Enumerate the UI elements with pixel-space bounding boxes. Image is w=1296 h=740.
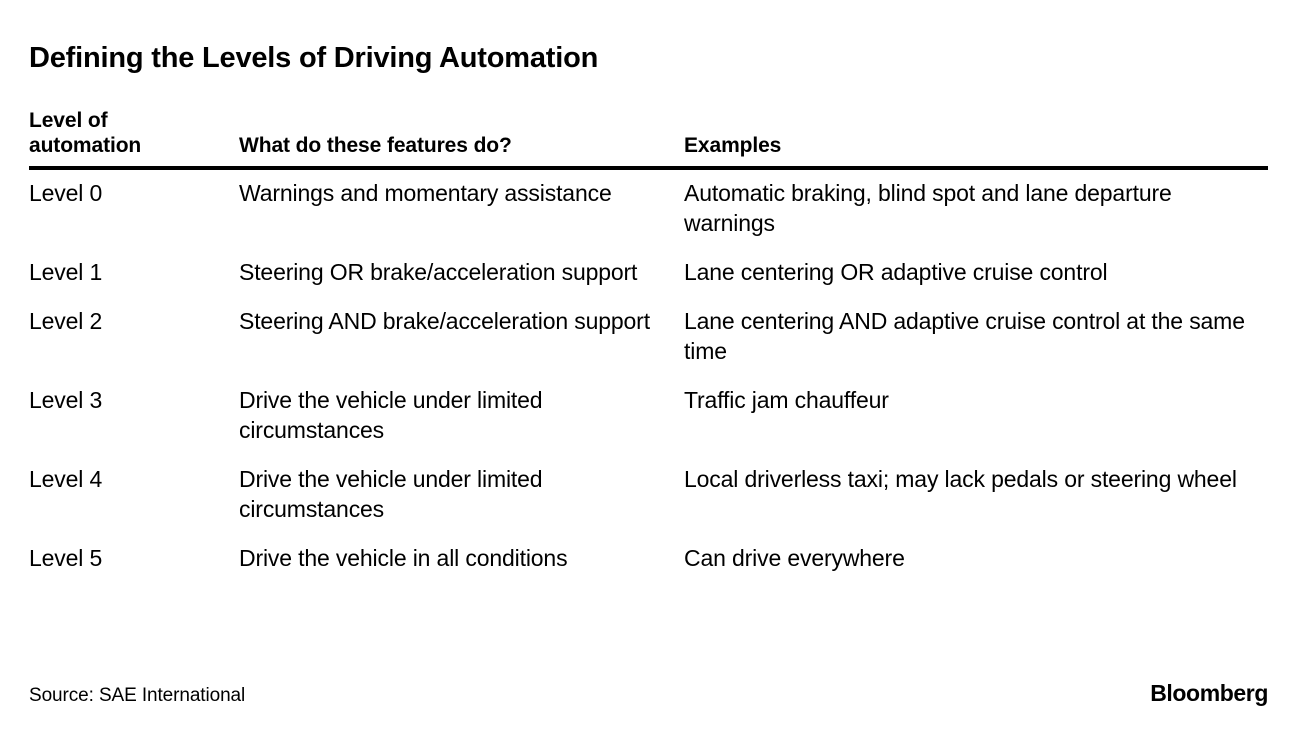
cell-examples: Local driverless taxi; may lack pedals o…	[684, 466, 1237, 492]
footer: Source: SAE International Bloomberg	[29, 681, 1268, 708]
cell-examples: Lane centering AND adaptive cruise contr…	[684, 308, 1245, 364]
cell-level: Level 2	[29, 308, 103, 334]
cell-examples: Automatic braking, blind spot and lane d…	[684, 180, 1172, 236]
table-row: Level 0 Warnings and momentary assistanc…	[29, 170, 1268, 249]
header-divider-rule	[29, 166, 1268, 170]
table-row: Level 5 Drive the vehicle in all conditi…	[29, 535, 1268, 584]
table-header-row: Level of automation What do these featur…	[29, 108, 1268, 166]
column-header-examples: Examples	[684, 134, 782, 157]
table-body: Level 0 Warnings and momentary assistanc…	[29, 170, 1268, 584]
cell-level: Level 0	[29, 180, 103, 206]
bloomberg-logo: Bloomberg	[1150, 680, 1268, 706]
cell-features: Steering OR brake/acceleration support	[239, 259, 638, 285]
table-row: Level 2 Steering AND brake/acceleration …	[29, 298, 1268, 377]
cell-examples: Traffic jam chauffeur	[684, 387, 889, 413]
cell-examples: Lane centering OR adaptive cruise contro…	[684, 259, 1108, 285]
cell-features: Warnings and momentary assistance	[239, 180, 612, 206]
page-title: Defining the Levels of Driving Automatio…	[29, 42, 599, 74]
cell-features: Steering AND brake/acceleration support	[239, 308, 650, 334]
source-attribution: Source: SAE International	[29, 685, 246, 706]
cell-level: Level 5	[29, 545, 103, 571]
column-header-level-of-automation: Level of automation	[29, 108, 239, 166]
table-row: Level 1 Steering OR brake/acceleration s…	[29, 249, 1268, 298]
cell-level: Level 4	[29, 466, 103, 492]
cell-level: Level 1	[29, 259, 103, 285]
table-row: Level 4 Drive the vehicle under limited …	[29, 456, 1268, 535]
column-header-level-line1: Level of	[29, 109, 108, 132]
column-header-features: What do these features do?	[239, 134, 512, 157]
cell-features: Drive the vehicle under limited circumst…	[239, 466, 543, 522]
cell-features: Drive the vehicle under limited circumst…	[239, 387, 543, 443]
cell-features: Drive the vehicle in all conditions	[239, 545, 568, 571]
automation-levels-table: Level of automation What do these featur…	[29, 108, 1268, 584]
cell-examples: Can drive everywhere	[684, 545, 905, 571]
column-header-level-line2: automation	[29, 134, 142, 157]
cell-level: Level 3	[29, 387, 103, 413]
table-row: Level 3 Drive the vehicle under limited …	[29, 377, 1268, 456]
